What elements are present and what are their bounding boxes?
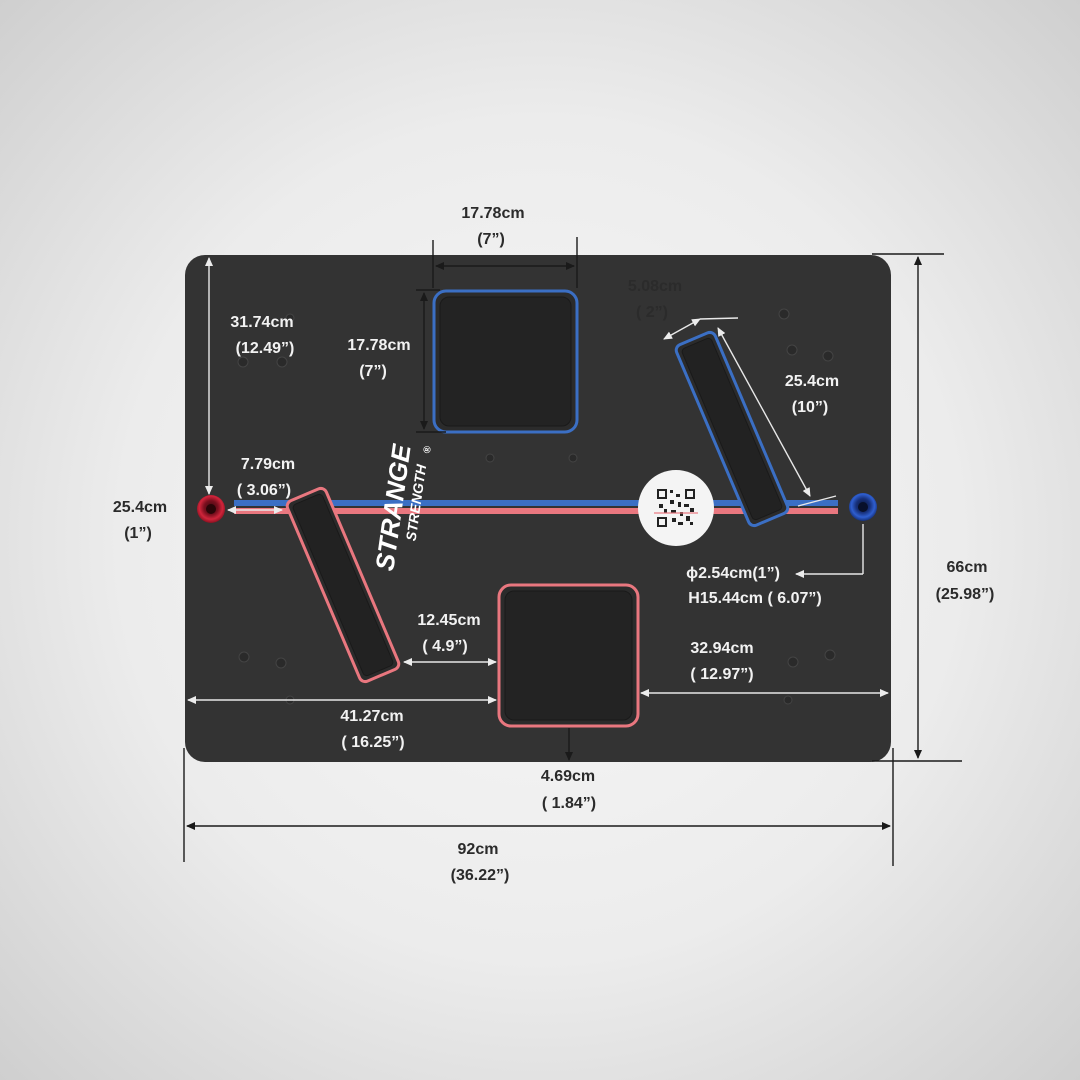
red-peg-gap-in: ( 3.06”) <box>237 482 291 499</box>
right-square-to-edge-in: ( 12.97”) <box>690 666 753 683</box>
square-to-bottom-cm: 4.69cm <box>541 768 595 785</box>
red-stripe <box>234 508 838 514</box>
slot-length-in: (10”) <box>792 399 828 416</box>
slot-to-square-gap-in: ( 4.9”) <box>422 638 467 655</box>
slot-width-cm: 5.08cm <box>628 278 682 295</box>
board-width-cm: 92cm <box>458 841 499 858</box>
board-height-cm: 66cm <box>947 559 988 576</box>
top-square-width-in: (7”) <box>477 231 505 248</box>
peg-diameter: ϕ2.54cm(1”) <box>686 565 780 582</box>
peg-height: H15.44cm ( 6.07”) <box>688 590 821 607</box>
brand-mark: ® <box>422 445 434 454</box>
slot-width-in: ( 2”) <box>636 304 668 321</box>
red-peg-diameter-cm: 25.4cm <box>113 499 167 516</box>
square-to-bottom-in: ( 1.84”) <box>542 795 596 812</box>
red-slot-cutout <box>285 486 401 684</box>
slot-to-square-gap-cm: 12.45cm <box>417 612 480 629</box>
left-edge-to-square-in: ( 16.25”) <box>341 734 404 751</box>
left-edge-to-square-cm: 41.27cm <box>340 708 403 725</box>
qr-sticker <box>638 470 714 546</box>
board-width-in: (36.22”) <box>451 867 510 884</box>
board-height-in: (25.98”) <box>936 586 995 603</box>
red-peg-gap-cm: 7.79cm <box>241 456 295 473</box>
slot-length-cm: 25.4cm <box>785 373 839 390</box>
right-square-to-edge-cm: 32.94cm <box>690 640 753 657</box>
top-square-height-in: (7”) <box>359 363 387 380</box>
red-peg-diameter-in: (1”) <box>124 525 152 542</box>
left-edge-to-axis-cm: 31.74cm <box>230 314 293 331</box>
top-square-height-cm: 17.78cm <box>347 337 410 354</box>
top-square-width-cm: 17.78cm <box>461 205 524 222</box>
blue-stripe <box>234 500 838 506</box>
left-edge-to-axis-in: (12.49”) <box>236 340 295 357</box>
